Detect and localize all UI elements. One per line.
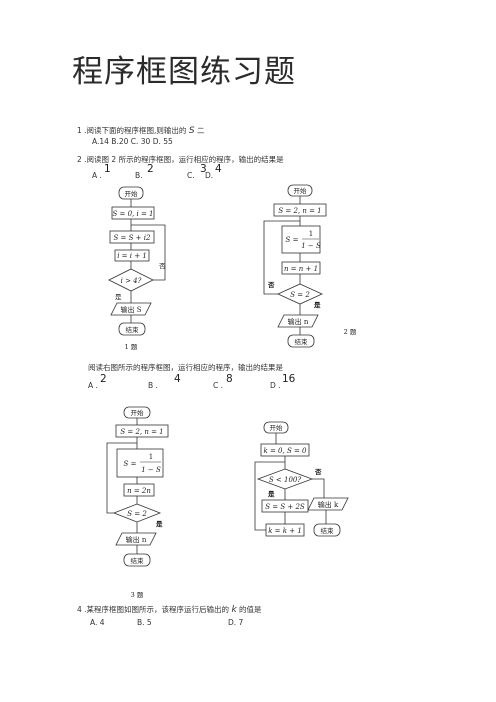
flowchart-1-body-1: S = S + i2 [114, 234, 151, 242]
question-2-text: 2 .阅读图 2 所示的程序框图，运行相应的程序，输出的结果是 [77, 155, 284, 164]
question-1-text: 1 .阅读下面的程序框图,则输出的 [77, 126, 187, 135]
flowchart-3: 开始 S = 2, n = 1 S = 1 1 − S n = 2n S = 2… [106, 406, 169, 599]
flowchart-1-caption: 1 题 [125, 343, 138, 351]
question-4: 4 .某程序框图如图所示，该程序运行后输出的 k 的值是 [77, 604, 262, 615]
question-3-option-d-value: 16 [282, 373, 296, 385]
flowchart-1-cond: i > 4? [121, 277, 142, 285]
question-1-var: S [188, 126, 195, 136]
question-1: 1 .阅读下面的程序框图,则输出的 S 二 [77, 125, 204, 136]
question-3-option-c-value: 8 [226, 373, 233, 385]
flowchart-4-output: 输出 k [318, 500, 339, 509]
question-2-option-b-value: 2 [147, 163, 154, 175]
question-2-option-d-value: 4 [215, 163, 222, 175]
flowchart-4: 开始 k = 0, S = 0 S < 100? 否 是 S = S + 2S … [254, 421, 349, 537]
page-title: 程序框图练习题 [72, 54, 296, 90]
flowchart-2-frac-den: 1 − S [301, 242, 321, 250]
flowchart-1-no: 否 [159, 262, 166, 270]
flowchart-3-yes: 是 [155, 519, 163, 528]
question-4-option-d: D. 7 [228, 618, 244, 627]
flowchart-4-end: 结束 [321, 526, 335, 535]
flowchart-1: 开始 S = 0, i = 1 S = S + i2 i = i + 1 i >… [108, 186, 166, 351]
flowchart-2-init: S = 2, n = 1 [278, 207, 321, 215]
question-2-option-d-label: D. [205, 171, 214, 180]
flowchart-3-output: 输出 n [126, 535, 147, 544]
flowchart-2-no: 否 [267, 281, 275, 289]
flowchart-4-no: 否 [314, 468, 322, 476]
question-3-option-b-value: 4 [174, 373, 181, 385]
flowchart-4-cond: S < 100? [269, 476, 301, 484]
flowchart-1-init: S = 0, i = 1 [112, 210, 153, 218]
question-4-option-b: B. 5 [137, 618, 152, 627]
flowchart-1-yes: 是 [115, 293, 122, 301]
question-4-tail: 的值是 [239, 605, 262, 614]
flowchart-4-start: 开始 [270, 423, 284, 432]
flowchart-3-frac-lhs: S = [124, 460, 137, 468]
question-2-option-a-value: 1 [104, 163, 111, 175]
flowchart-2-end: 结束 [295, 337, 309, 346]
question-3-option-a-label: A . [88, 381, 98, 390]
flowchart-4-yes: 是 [267, 489, 275, 498]
flowchart-1-end: 结束 [126, 325, 140, 334]
question-4-var: k [231, 605, 237, 615]
flowchart-1-body-2: i = i + 1 [117, 252, 147, 260]
question-4-text: 4 .某程序框图如图所示，该程序运行后输出的 [77, 605, 230, 614]
flowchart-3-start: 开始 [131, 408, 145, 417]
question-3-option-d-label: D . [270, 381, 281, 390]
flowchart-3-frac-num: 1 [149, 453, 153, 461]
flowchart-2-frac-lhs: S = [286, 236, 299, 244]
question-4-option-a: A. 4 [90, 618, 105, 627]
flowchart-1-output: 输出 S [120, 305, 141, 314]
flowchart-3-step: n = 2n [127, 487, 151, 495]
flowchart-4-body: S = S + 2S [265, 503, 305, 511]
flowchart-4-init: k = 0, S = 0 [263, 447, 307, 455]
question-3-option-c-label: C . [213, 381, 224, 390]
flowchart-3-init: S = 2, n = 1 [120, 428, 163, 436]
flowchart-2-frac-num: 1 [309, 230, 313, 238]
question-3-option-b-label: B . [148, 381, 158, 390]
question-2-option-a-label: A . [92, 171, 102, 180]
question-3-option-a-value: 2 [100, 373, 107, 385]
question-2-option-b-label: B. [135, 171, 143, 180]
flowchart-4-step: k = k + 1 [268, 527, 302, 535]
flowchart-2-cond: S = 2 [290, 291, 310, 299]
flowchart-2-caption: 2 题 [344, 328, 357, 336]
flowchart-2-start: 开始 [294, 186, 308, 195]
question-1-options: A.14 B.20 C. 30 D. 55 [92, 137, 173, 146]
flowchart-2: 开始 S = 2, n = 1 S = 1 1 − S n = n + 1 S … [263, 184, 357, 348]
flowchart-3-end: 结束 [131, 556, 145, 565]
question-2-option-c-value: 3 [200, 163, 207, 175]
question-3-text: 阅读右图所示的程序框图，运行相应的程序，输出的结果是 [88, 363, 283, 372]
flowchart-2-output: 输出 n [288, 317, 309, 326]
flowchart-1-start: 开始 [125, 189, 139, 198]
question-1-eq: 二 [196, 126, 205, 135]
flowchart-3-caption: 3 题 [131, 591, 144, 599]
flowchart-3-frac-den: 1 − S [141, 466, 161, 474]
flowchart-2-step: n = n + 1 [284, 265, 318, 273]
flowchart-3-cond: S = 2 [127, 510, 147, 518]
question-2-option-c-label: C. [187, 171, 195, 180]
flowchart-2-yes: 是 [313, 300, 321, 309]
